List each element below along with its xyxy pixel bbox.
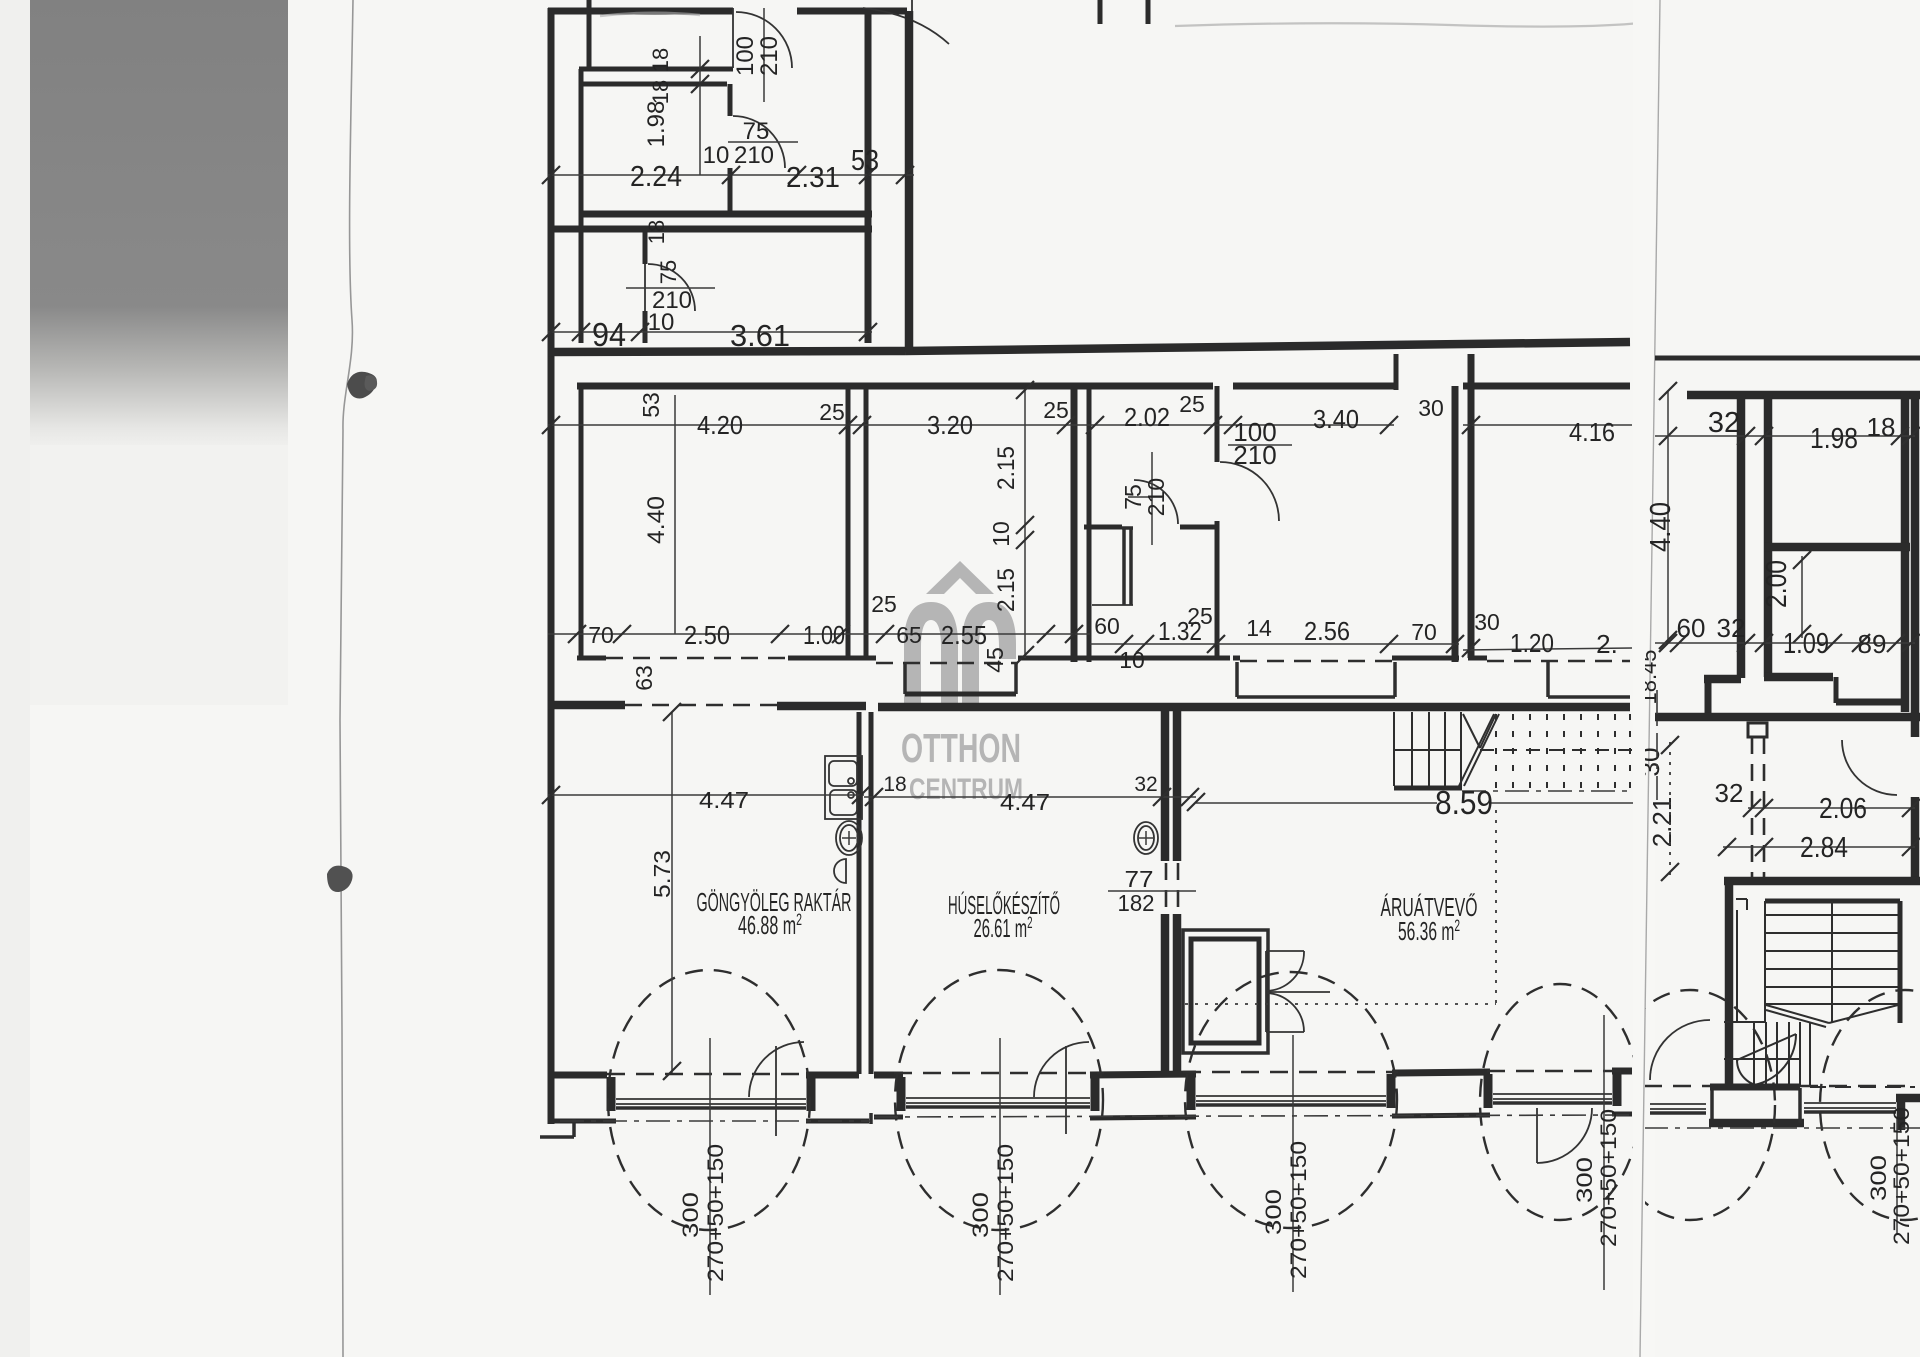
svg-text:1.20: 1.20 — [1510, 628, 1554, 658]
svg-text:270+50+150: 270+50+150 — [1596, 1109, 1621, 1247]
svg-text:210: 210 — [756, 36, 783, 76]
svg-text:1.09: 1.09 — [1783, 628, 1829, 660]
svg-text:2.15: 2.15 — [993, 446, 1020, 490]
svg-text:300: 300 — [1866, 1155, 1891, 1201]
svg-text:1.00: 1.00 — [803, 620, 845, 650]
svg-text:14: 14 — [1246, 615, 1272, 641]
svg-text:2.56: 2.56 — [1304, 616, 1350, 646]
svg-text:46.88 m2: 46.88 m2 — [738, 910, 802, 940]
svg-text:70: 70 — [1411, 619, 1437, 645]
svg-text:300: 300 — [678, 1192, 703, 1238]
svg-text:210: 210 — [1233, 440, 1276, 470]
svg-text:100: 100 — [732, 36, 759, 76]
svg-text:32: 32 — [1708, 407, 1740, 439]
svg-text:18: 18 — [648, 80, 673, 104]
svg-text:4.16: 4.16 — [1569, 417, 1615, 447]
svg-text:CENTRUM: CENTRUM — [909, 773, 1023, 806]
svg-text:2.15: 2.15 — [993, 568, 1020, 612]
svg-text:270+50+150: 270+50+150 — [1889, 1107, 1914, 1245]
svg-text:4.20: 4.20 — [697, 410, 743, 440]
svg-text:94: 94 — [592, 316, 626, 353]
svg-text:18: 18 — [883, 773, 906, 796]
svg-text:2.: 2. — [1596, 629, 1618, 659]
svg-text:4.40: 4.40 — [643, 496, 670, 544]
svg-text:1.98: 1.98 — [643, 101, 670, 148]
svg-text:3.61: 3.61 — [730, 318, 790, 353]
svg-text:210: 210 — [652, 287, 692, 314]
svg-text:300: 300 — [1572, 1157, 1597, 1203]
svg-text:2.50: 2.50 — [684, 620, 730, 650]
svg-text:45: 45 — [982, 647, 1008, 673]
svg-text:270+50+150: 270+50+150 — [703, 1144, 728, 1282]
svg-text:25: 25 — [871, 591, 897, 617]
svg-text:25: 25 — [1043, 397, 1069, 423]
svg-text:5.73: 5.73 — [649, 850, 675, 898]
svg-text:65: 65 — [896, 622, 922, 648]
svg-text:75: 75 — [743, 118, 770, 145]
svg-text:300: 300 — [968, 1192, 993, 1238]
svg-text:1.32: 1.32 — [1158, 616, 1202, 646]
svg-text:77: 77 — [1125, 866, 1154, 892]
svg-text:10: 10 — [988, 521, 1014, 547]
svg-text:18: 18 — [648, 48, 673, 72]
svg-text:2.02: 2.02 — [1124, 402, 1170, 432]
svg-text:30: 30 — [1474, 609, 1500, 635]
svg-text:53: 53 — [638, 392, 664, 418]
svg-text:60: 60 — [1094, 613, 1120, 639]
svg-text:10: 10 — [1119, 647, 1145, 673]
svg-text:3.20: 3.20 — [927, 410, 973, 440]
svg-text:2.06: 2.06 — [1819, 793, 1867, 825]
svg-text:25: 25 — [1179, 391, 1205, 417]
svg-text:10: 10 — [703, 142, 730, 169]
svg-text:2.24: 2.24 — [630, 161, 682, 193]
svg-text:210: 210 — [734, 142, 774, 169]
svg-text:HÚSELŐKÉSZÍTŐ: HÚSELŐKÉSZÍTŐ — [948, 890, 1060, 920]
svg-text:26.61 m2: 26.61 m2 — [974, 913, 1033, 943]
svg-text:4.40: 4.40 — [1645, 502, 1677, 552]
svg-text:3.40: 3.40 — [1313, 404, 1359, 434]
svg-text:70: 70 — [588, 622, 614, 648]
svg-text:60: 60 — [1677, 613, 1706, 643]
svg-text:270+50+150: 270+50+150 — [1286, 1141, 1311, 1279]
svg-text:300: 300 — [1261, 1189, 1286, 1235]
svg-text:56.36 m2: 56.36 m2 — [1398, 916, 1460, 946]
svg-text:25: 25 — [819, 399, 845, 425]
svg-text:210: 210 — [1143, 478, 1169, 516]
svg-text:GÖNGYÖLEG RAKTÁR: GÖNGYÖLEG RAKTÁR — [697, 887, 852, 917]
svg-text:63: 63 — [631, 665, 657, 691]
svg-text:18: 18 — [644, 220, 669, 244]
svg-text:182: 182 — [1118, 890, 1155, 916]
svg-text:270+50+150: 270+50+150 — [993, 1144, 1018, 1282]
svg-text:4.47: 4.47 — [699, 787, 749, 813]
svg-text:2.55: 2.55 — [941, 620, 987, 650]
svg-text:75: 75 — [1120, 484, 1146, 510]
svg-text:32: 32 — [1717, 613, 1746, 643]
svg-text:30: 30 — [1418, 395, 1444, 421]
svg-text:OTTHON: OTTHON — [901, 725, 1021, 771]
svg-text:18: 18 — [1867, 412, 1896, 442]
svg-text:2.31: 2.31 — [786, 162, 840, 194]
svg-text:2.21: 2.21 — [1647, 797, 1677, 848]
svg-text:2.84: 2.84 — [1800, 832, 1848, 864]
svg-text:30: 30 — [1635, 748, 1665, 777]
svg-text:100: 100 — [1233, 417, 1276, 447]
svg-text:8.59: 8.59 — [1435, 784, 1493, 821]
svg-text:89: 89 — [1858, 629, 1887, 659]
svg-text:4.47: 4.47 — [1000, 789, 1050, 815]
svg-text:2.00: 2.00 — [1761, 560, 1793, 608]
svg-text:75: 75 — [656, 260, 681, 284]
svg-text:ÁRUÁTVEVŐ: ÁRUÁTVEVŐ — [1381, 892, 1478, 922]
svg-text:32: 32 — [1134, 773, 1157, 796]
svg-text:53: 53 — [851, 145, 879, 177]
svg-text:32: 32 — [1715, 778, 1744, 808]
svg-text:25: 25 — [1187, 603, 1213, 629]
svg-text:1.98: 1.98 — [1810, 423, 1858, 455]
